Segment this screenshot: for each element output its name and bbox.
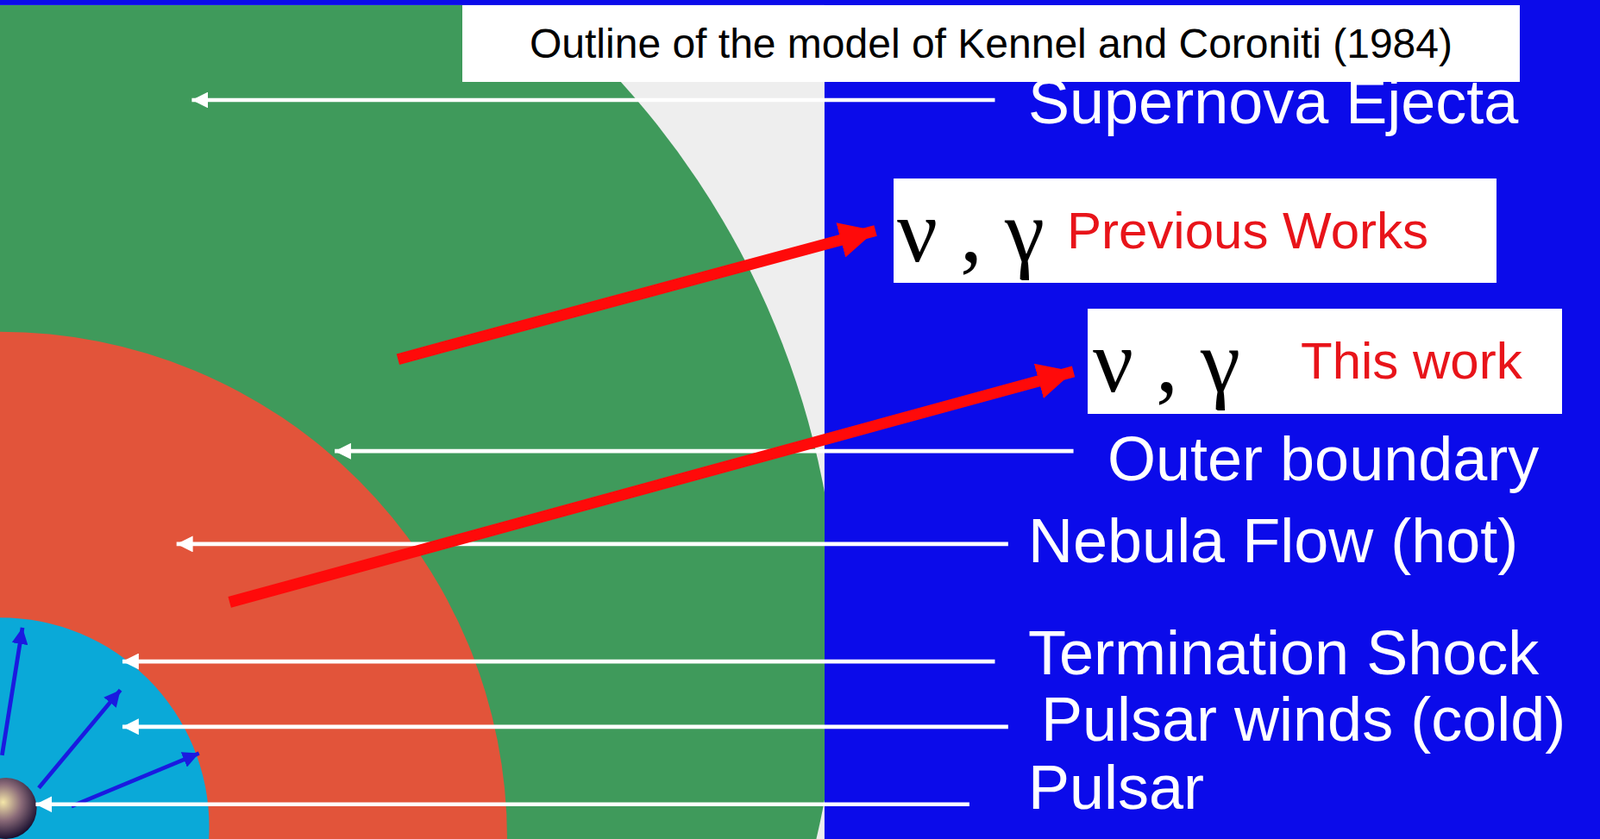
wind-arrow bbox=[71, 753, 200, 808]
wind-arrow bbox=[1, 627, 23, 756]
region-label: Outer boundary bbox=[1107, 427, 1539, 490]
nebula-region bbox=[0, 332, 508, 839]
region-label: Pulsar winds (cold) bbox=[1041, 688, 1566, 751]
work-label: This work bbox=[1300, 335, 1523, 388]
emission-arrow bbox=[397, 231, 876, 360]
leader-line bbox=[122, 724, 1009, 729]
symbol-text: ν , γ bbox=[1092, 316, 1241, 407]
diagram-title: Outline of the model of Kennel and Coron… bbox=[529, 23, 1453, 65]
leader-line bbox=[334, 449, 1074, 454]
result-box: ν , γ This work bbox=[1087, 308, 1563, 415]
leader-line bbox=[176, 542, 1009, 547]
emission-arrow bbox=[229, 371, 1073, 603]
leader-line bbox=[191, 98, 995, 103]
pulsar-star bbox=[0, 778, 38, 839]
work-label: Previous Works bbox=[1066, 205, 1429, 258]
leader-line bbox=[35, 802, 969, 807]
result-box: ν , γ Previous Works bbox=[893, 178, 1497, 283]
leader-line bbox=[122, 659, 995, 665]
region-label: Pulsar bbox=[1028, 756, 1205, 819]
region-label: Supernova Ejecta bbox=[1028, 70, 1519, 133]
wind-arrow bbox=[38, 690, 121, 789]
region-label: Termination Shock bbox=[1028, 621, 1539, 684]
region-label: Nebula Flow (hot) bbox=[1028, 509, 1519, 572]
symbol-text: ν , γ bbox=[897, 186, 1045, 277]
ejecta-region bbox=[0, 5, 825, 839]
